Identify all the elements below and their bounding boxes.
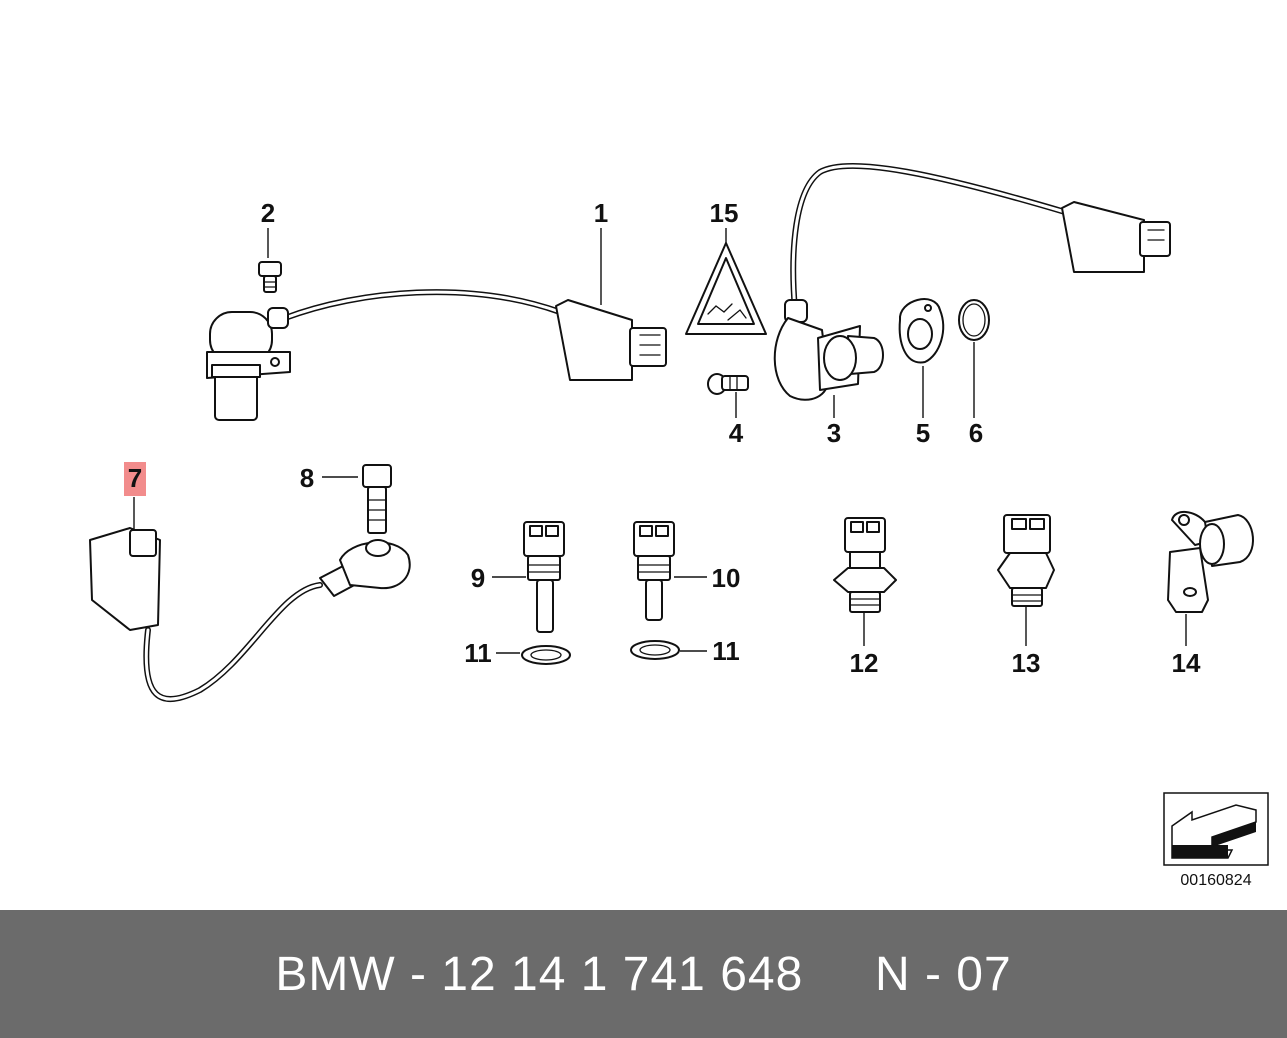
callout-9: 9: [471, 563, 485, 593]
part-10-temperature-sensor: [633, 521, 675, 621]
part-7-knock-sensor: [89, 527, 411, 702]
callout-11-left: 11: [464, 638, 492, 668]
part-11-sealing-rings: [521, 640, 680, 665]
part-9-temperature-sensor: [523, 521, 565, 633]
callout-11-right: 11: [712, 636, 740, 666]
callout-15: 15: [710, 198, 739, 228]
part-1-sensor-with-cable: [206, 289, 667, 421]
callout-12: 12: [850, 648, 879, 678]
part-8-bolt: [362, 464, 392, 534]
part-14-sensor: [1167, 511, 1254, 613]
callout-2: 2: [261, 198, 275, 228]
part-2-screw: [258, 261, 282, 293]
callout-4: 4: [729, 418, 744, 448]
callout-labels: 1 2 15 4 3 5 6 7 8 9 10 11 11 12 13 14: [124, 198, 1201, 678]
part-3-sensor-with-cable: [773, 162, 1171, 401]
leader-lines: [133, 228, 1187, 654]
part-6-o-ring: [958, 299, 990, 341]
callout-8: 8: [300, 463, 314, 493]
callout-7-highlight: [124, 462, 146, 496]
callout-6: 6: [969, 418, 983, 448]
footer-bar: BMW - 12 14 1 741 648 N - 07: [0, 910, 1287, 1038]
callout-7: 7: [128, 463, 142, 493]
arrow-left-down-icon: [1171, 804, 1257, 859]
callout-14: 14: [1172, 648, 1201, 678]
part-4-screw: [707, 373, 749, 395]
callout-3: 3: [827, 418, 841, 448]
callout-1: 1: [594, 198, 608, 228]
callout-13: 13: [1012, 648, 1041, 678]
reference-box: 00160824: [1163, 792, 1269, 889]
part-13-pressure-switch: [997, 514, 1055, 607]
part-12-pressure-switch: [833, 517, 897, 613]
parts-diagram: 1 2 15 4 3 5 6 7 8 9 10 11 11 12 13 14 0…: [89, 162, 1269, 889]
callout-5: 5: [916, 418, 930, 448]
part-5-gasket: [898, 298, 945, 364]
reference-code: 00160824: [1180, 872, 1251, 889]
part-number-caption: BMW - 12 14 1 741 648 N - 07: [275, 947, 1012, 1001]
part-15-warning-label: [685, 242, 767, 335]
callout-10: 10: [712, 563, 741, 593]
